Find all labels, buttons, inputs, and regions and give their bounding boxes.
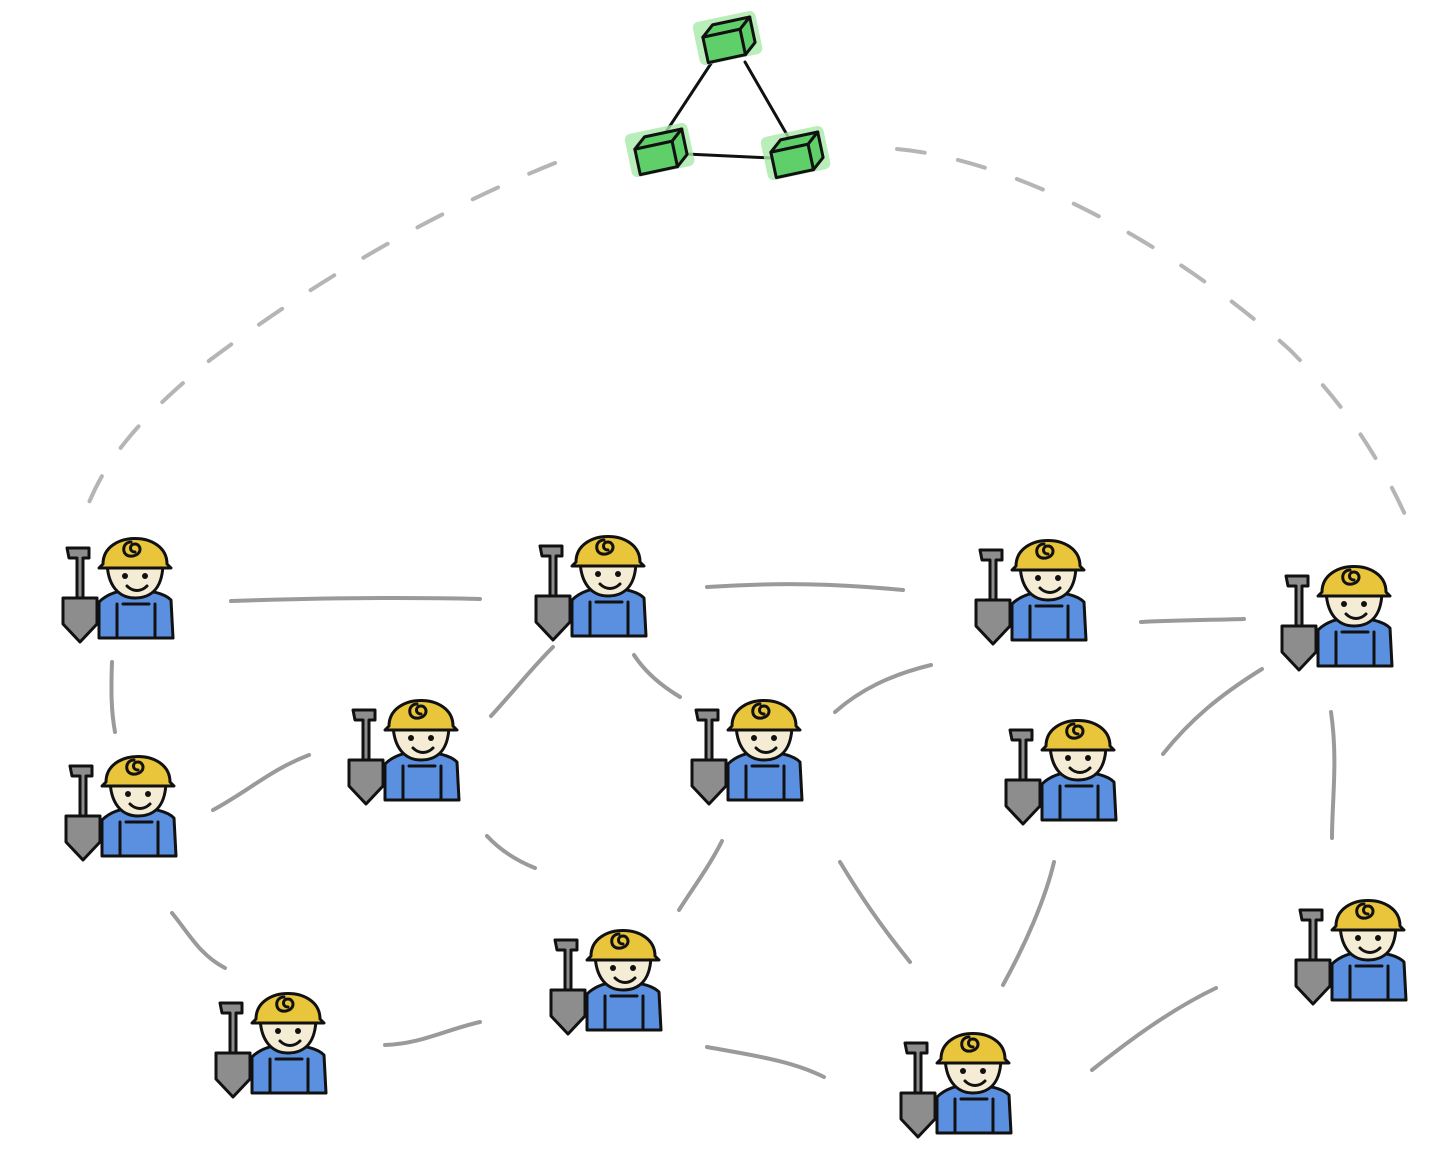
miner-layer	[61, 535, 1408, 1139]
miner-icon-m8	[1004, 719, 1118, 826]
peer-link-m2-m7	[632, 653, 682, 699]
peer-link-m2-m3	[705, 582, 905, 592]
miner-icon-m3	[974, 539, 1088, 646]
peer-link-m5-m6	[211, 753, 311, 812]
blockchain-cluster	[624, 10, 831, 181]
miner-icon-m7	[690, 699, 804, 806]
miner-icon-m10	[549, 929, 663, 1036]
miner-icon-m2	[534, 535, 648, 642]
peer-link-m9-m10	[383, 1020, 482, 1047]
miner-icon-m6	[347, 699, 461, 806]
miner-icon-m9	[214, 992, 328, 1099]
peer-link-m1-m2	[229, 595, 482, 603]
peer-link-m10-m11	[705, 1045, 826, 1079]
miner-icon-m4	[1280, 565, 1394, 672]
peer-link-layer	[109, 582, 1337, 1079]
miner-icon-m1	[61, 537, 175, 644]
peer-link-m7-m10	[677, 839, 724, 912]
block-icon-block-right	[760, 125, 831, 181]
peer-link-m4-m8	[1161, 667, 1264, 756]
block-icon-block-left	[624, 122, 695, 178]
block-icon-block-top	[692, 10, 763, 66]
blockchain-connection-layer	[86, 147, 1410, 523]
peer-link-m5-m9	[170, 911, 227, 970]
miner-icon-m11	[899, 1032, 1013, 1139]
peer-link-m3-m4	[1139, 617, 1246, 624]
peer-link-m7-m3	[833, 663, 933, 714]
peer-link-m11-m13	[1090, 986, 1218, 1072]
peer-link-m1-m5	[109, 660, 117, 734]
peer-link-m8-m11	[1001, 860, 1056, 987]
peer-link-m6-m10	[485, 834, 537, 870]
chain-link-block-right-m4	[895, 147, 1410, 523]
peer-link-m6-m2	[489, 645, 555, 718]
miner-icon-m5	[64, 755, 178, 862]
peer-link-m4-m12	[1329, 710, 1337, 840]
miner-icon-m12	[1294, 899, 1408, 1006]
peer-link-m7-m11	[838, 860, 912, 964]
chain-link-block-left-m1	[86, 161, 557, 507]
